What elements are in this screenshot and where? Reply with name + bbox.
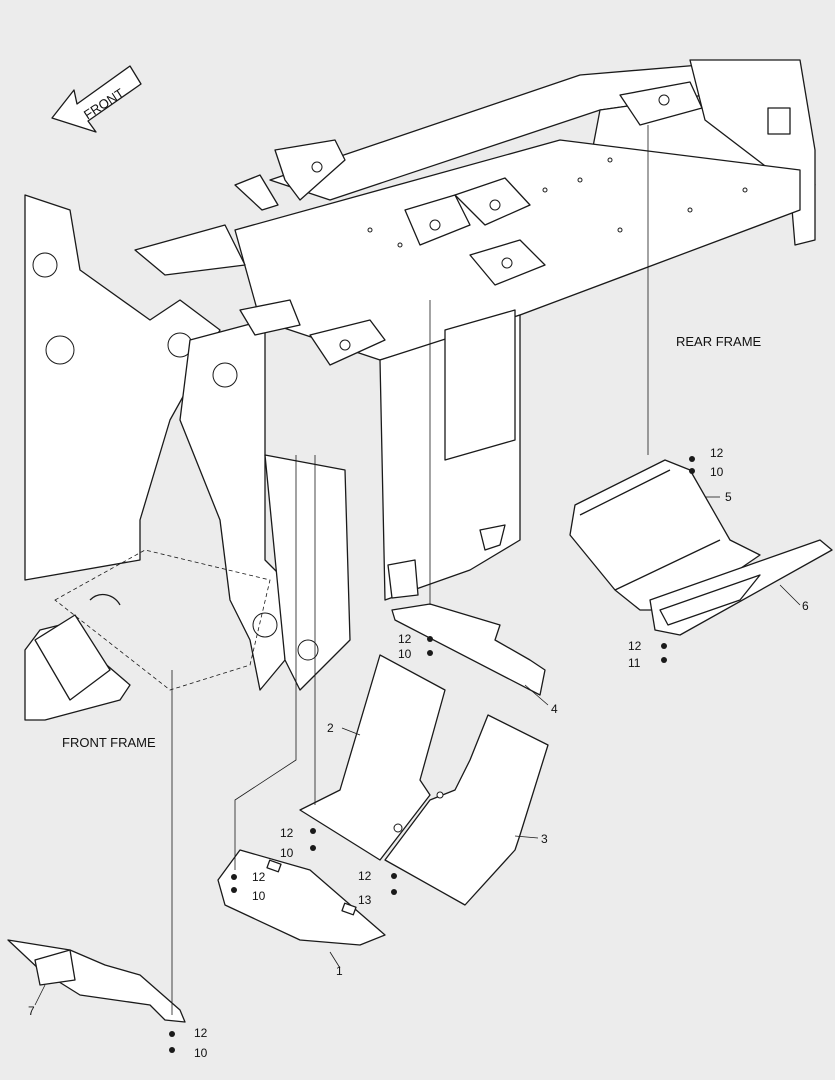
callout-washer-part-4: 12 (398, 632, 412, 646)
part-4-plate (391, 603, 546, 696)
callout-washer-part-5: 12 (710, 446, 724, 460)
hardware-fasteners (169, 456, 695, 1053)
callout-bolt-part-3: 13 (358, 893, 372, 907)
part-2-guard (299, 654, 446, 861)
callout-bolt-part-7: 10 (194, 1046, 208, 1060)
callout-part-7: 7 (28, 1004, 35, 1018)
callout-washer-part-1: 12 (252, 870, 266, 884)
callout-part-6: 6 (802, 599, 809, 613)
callout-bolt-part-6: 11 (628, 656, 641, 670)
front-direction-arrow: FRONT (51, 65, 142, 133)
callout-part-1: 1 (336, 964, 343, 978)
callout-bolt-part-4: 10 (398, 647, 412, 661)
rear-frame-body (134, 59, 816, 601)
callout-bolt-part-5: 10 (710, 465, 724, 479)
alignment-lines (171, 125, 649, 1015)
part-6-side-cover (649, 539, 833, 636)
front-frame-body (24, 194, 351, 721)
leader-lines (34, 496, 801, 1006)
callout-part-4: 4 (551, 702, 558, 716)
callout-part-2: 2 (327, 721, 334, 735)
callout-washer-part-7: 12 (194, 1026, 208, 1040)
part-7-front-cover (7, 939, 186, 1023)
callout-washer-part-2: 12 (280, 826, 294, 840)
callout-bolt-part-1: 10 (252, 889, 266, 903)
callout-part-3: 3 (541, 832, 548, 846)
rear-frame-label: REAR FRAME (676, 334, 762, 349)
front-frame-label: FRONT FRAME (62, 735, 156, 750)
callout-washer-part-3: 12 (358, 869, 372, 883)
part-3-guard (384, 714, 549, 906)
part-1-bottom-plate (217, 849, 386, 946)
mount-pads (274, 81, 703, 366)
callout-washer-part-6: 12 (628, 639, 642, 653)
frame-bolt-holes (367, 157, 748, 248)
callout-part-5: 5 (725, 490, 732, 504)
callout-bolt-part-2: 10 (280, 846, 294, 860)
